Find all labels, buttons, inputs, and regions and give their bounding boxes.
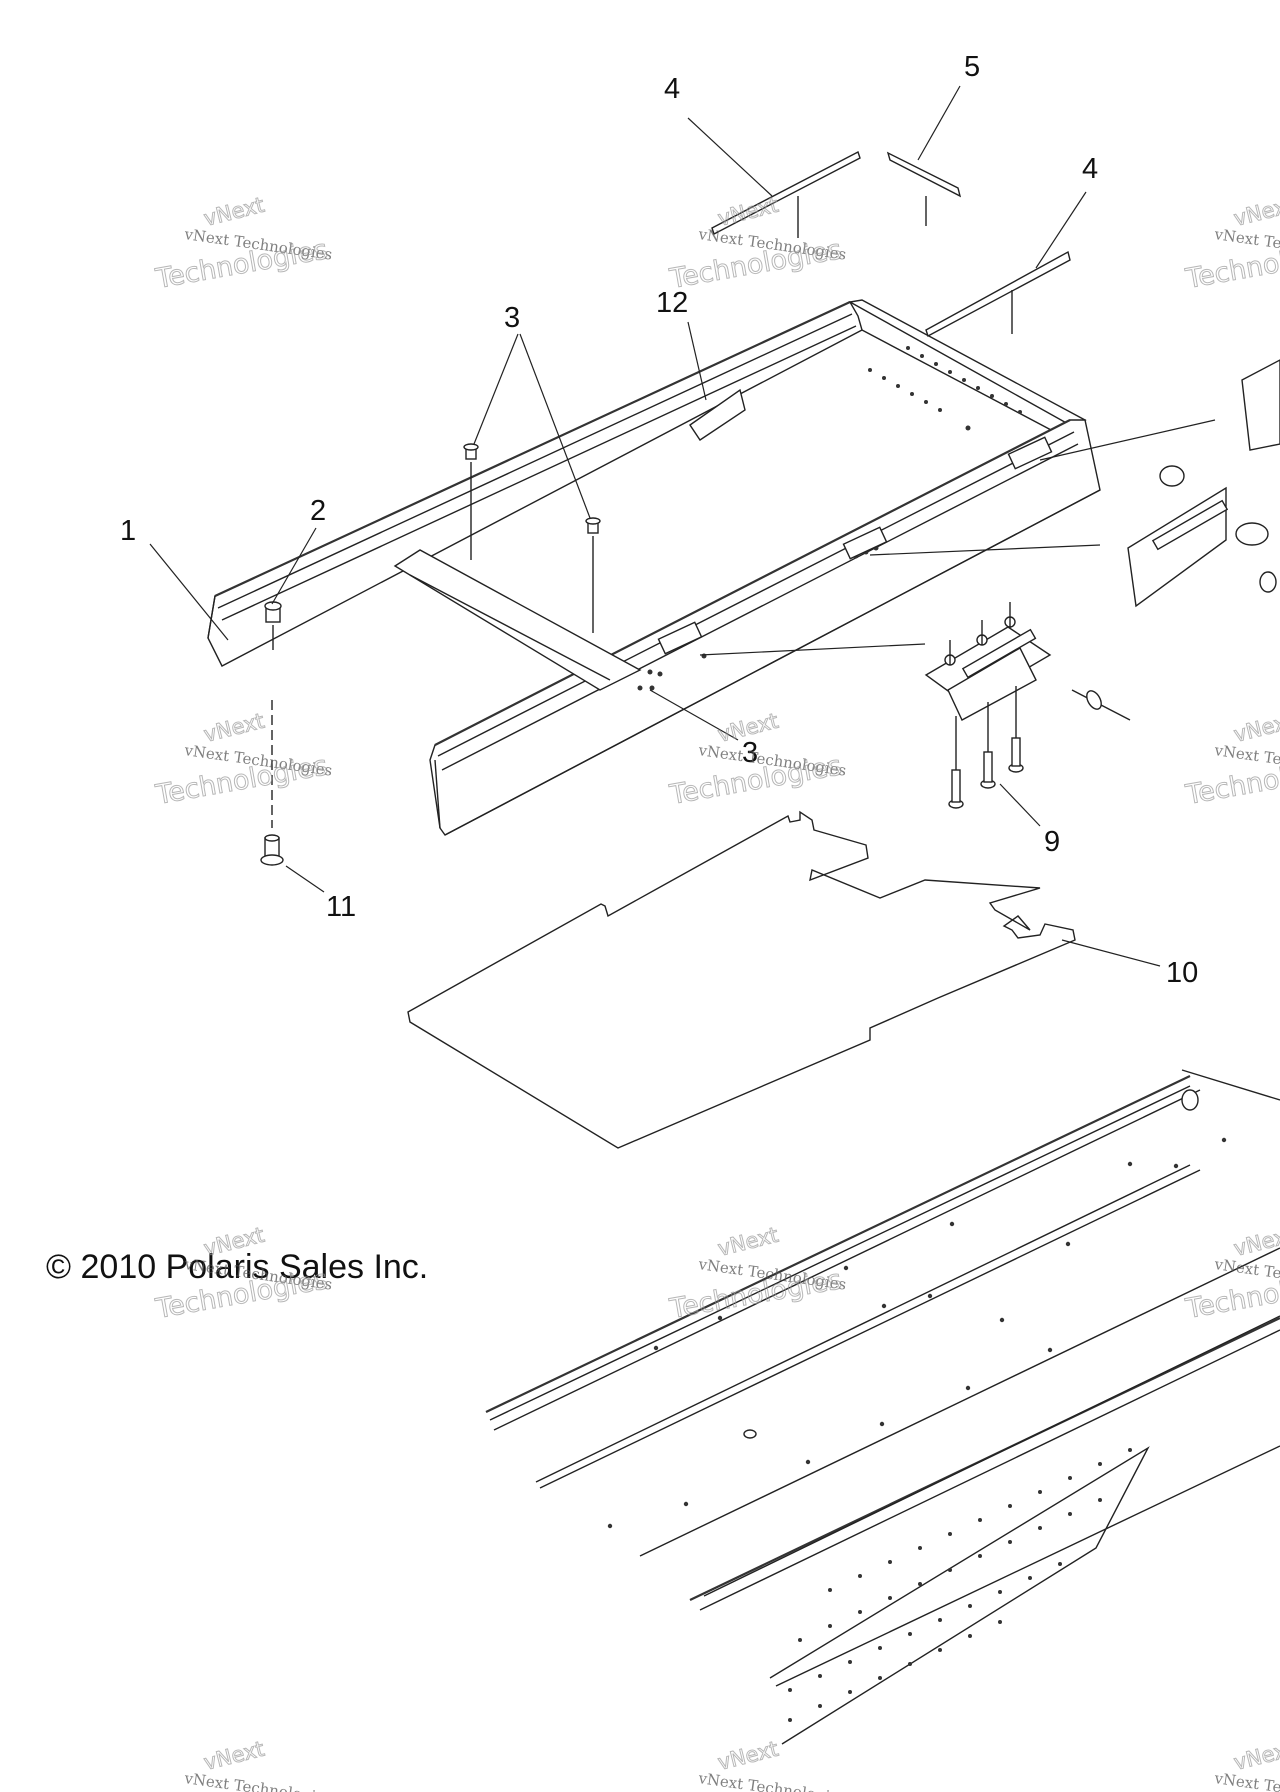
svg-text:vNext: vNext xyxy=(715,1737,780,1775)
watermark: vNext vNext Technologies Technologies xyxy=(1182,708,1280,811)
svg-text:vNext: vNext xyxy=(715,1223,780,1261)
watermark: vNext vNext Technologies Technologies xyxy=(1182,1222,1280,1325)
watermark: vNext vNext Technologies Technologies xyxy=(666,192,847,295)
callout-5: 5 xyxy=(964,51,980,83)
lower-panel xyxy=(485,1069,1280,1745)
callout-1: 1 xyxy=(120,515,136,547)
callout-9: 9 xyxy=(1044,826,1060,858)
fasteners xyxy=(260,443,601,866)
svg-text:vNext: vNext xyxy=(201,709,266,747)
callout-11: 11 xyxy=(326,891,356,923)
leader-lines xyxy=(149,85,1161,967)
svg-text:vNext Technologies: vNext Technologies xyxy=(1212,1769,1280,1792)
callout-4: 4 xyxy=(664,73,680,105)
watermark: vNext vNext Technologies xyxy=(182,1736,333,1792)
svg-text:vNext Technologies: vNext Technologies xyxy=(182,1769,333,1792)
callout-4-right: 4 xyxy=(1082,153,1098,185)
watermark: vNext vNext Technologies xyxy=(1212,1736,1280,1792)
watermark: vNext vNext Technologies Technologies xyxy=(666,708,847,811)
callout-12: 12 xyxy=(656,287,688,319)
frame-assembly xyxy=(207,299,1101,836)
callout-labels: 1 2 3 3 4 4 5 9 10 11 12 xyxy=(120,51,1198,989)
floor-mat xyxy=(407,810,1076,1149)
watermark: vNext vNext Technologies xyxy=(696,1736,847,1792)
watermark: vNext vNext Technologies Technologies xyxy=(666,1222,847,1325)
svg-text:vNext: vNext xyxy=(1231,1223,1280,1261)
svg-text:vNext: vNext xyxy=(1231,1737,1280,1775)
hinge-partial-right xyxy=(869,359,1280,608)
svg-text:vNext: vNext xyxy=(201,193,266,231)
svg-text:vNext: vNext xyxy=(1231,193,1280,231)
svg-text:vNext: vNext xyxy=(1231,709,1280,747)
callout-3: 3 xyxy=(504,302,520,334)
trim-strips xyxy=(711,151,1071,338)
copyright-notice: © 2010 Polaris Sales Inc. xyxy=(46,1248,428,1286)
watermark: vNext vNext Technologies Technologies xyxy=(152,708,333,811)
callout-10: 10 xyxy=(1166,957,1198,989)
svg-text:vNext Technologies: vNext Technologies xyxy=(696,1769,847,1792)
watermark: vNext vNext Technologies Technologies xyxy=(1182,192,1280,295)
svg-text:vNext: vNext xyxy=(201,1737,266,1775)
hinge-assembly xyxy=(699,602,1131,809)
callout-3-lower: 3 xyxy=(742,737,758,769)
svg-text:vNext: vNext xyxy=(715,193,780,231)
callout-2: 2 xyxy=(310,495,326,527)
watermark: vNext vNext Technologies Technologies xyxy=(152,192,333,295)
